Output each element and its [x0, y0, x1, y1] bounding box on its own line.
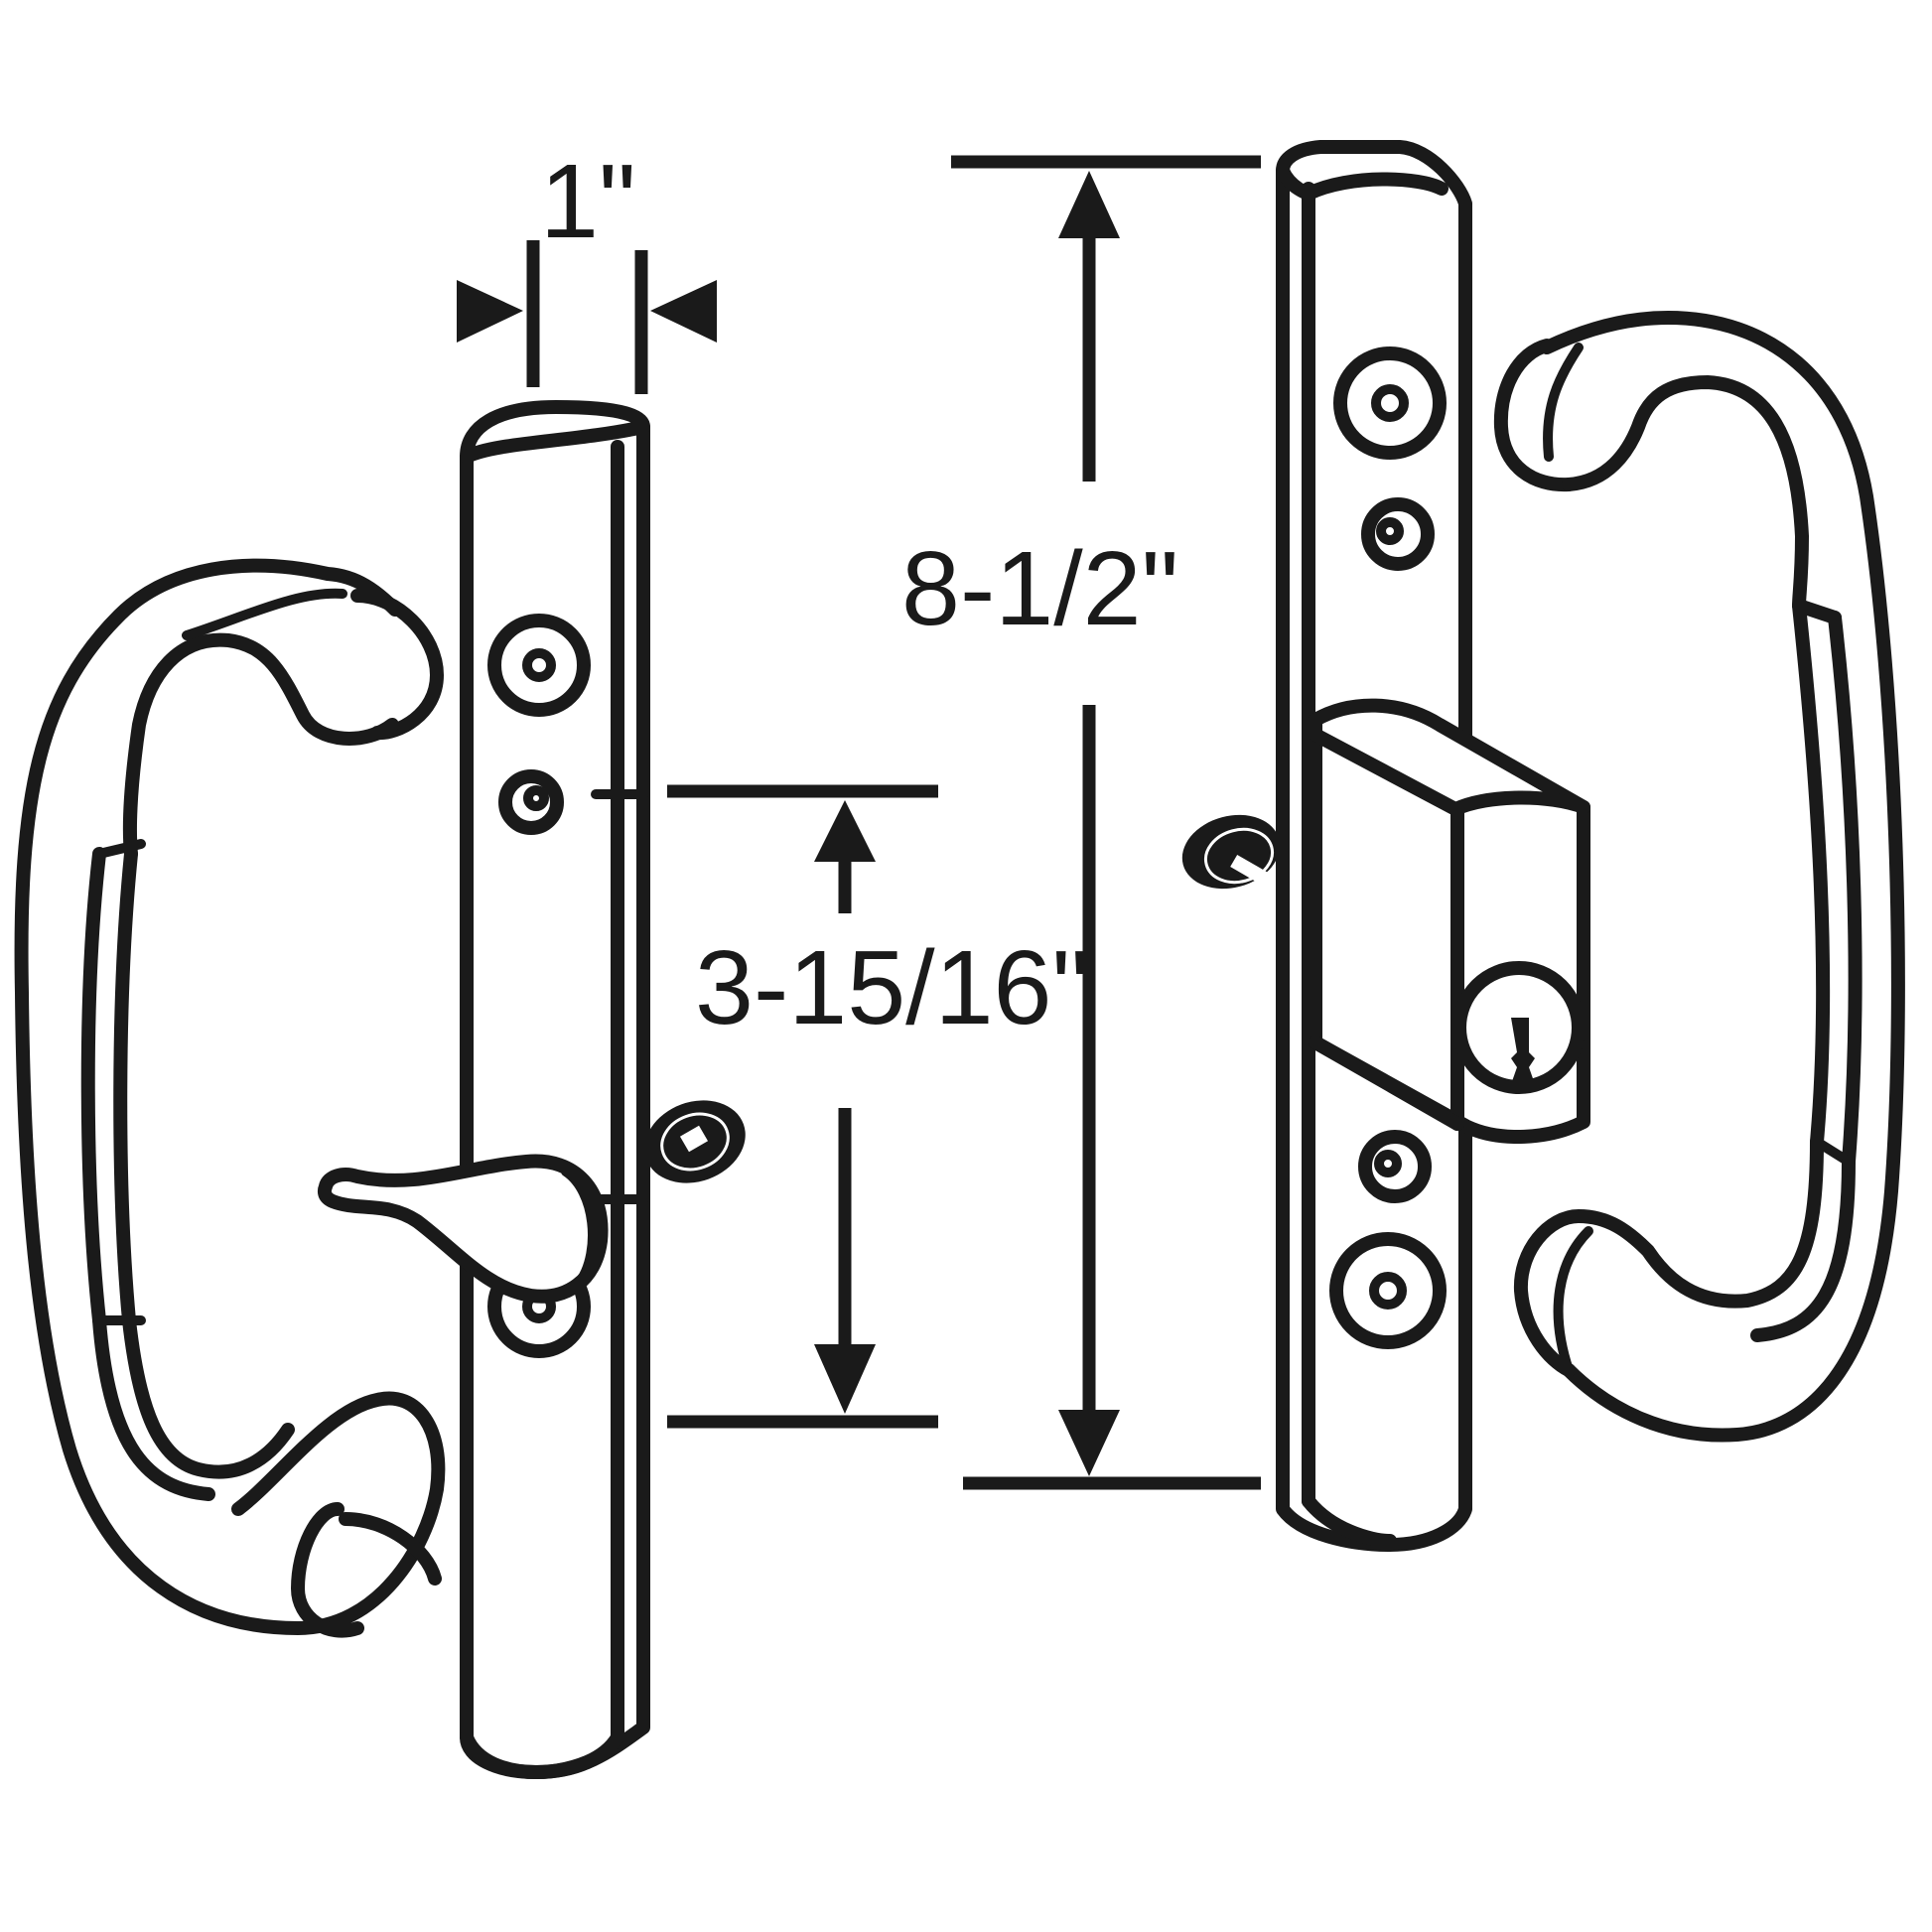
overall-height-dimension: [951, 155, 1261, 1490]
exterior-pull-handle: [1493, 311, 1905, 1443]
interior-escutcheon: [317, 400, 746, 1779]
hole-spacing-dimension: [667, 784, 938, 1429]
dimension-arrow-icon: [1058, 1410, 1120, 1476]
screw-hole-icon: [1333, 346, 1447, 460]
dimension-arrow-icon: [457, 280, 523, 343]
dimension-arrow-icon: [1058, 171, 1120, 238]
hole-spacing-dimension-label: 3-15/16": [695, 929, 1090, 1046]
keyhole-icon: [1452, 961, 1586, 1094]
width-dimension: [457, 240, 717, 394]
thumb-lever: [317, 1154, 609, 1304]
interior-pull-handle: [14, 558, 446, 1638]
spindle-stud: [1181, 814, 1281, 890]
overall-height-dimension-label: 8-1/2": [901, 530, 1179, 647]
screw-hole-icon: [1329, 1232, 1447, 1349]
exterior-escutcheon: [1181, 140, 1590, 1552]
dimension-arrow-icon: [814, 1344, 876, 1414]
screw-hole-icon: [498, 769, 564, 835]
width-dimension-label: 1": [540, 143, 636, 260]
lock-cylinder-housing: [1309, 698, 1590, 1144]
screw-hole-icon: [1358, 1130, 1432, 1203]
spindle-stud: [644, 1100, 746, 1183]
dimension-arrow-icon: [650, 280, 717, 343]
screw-hole-icon: [1361, 497, 1435, 571]
dimension-arrow-icon: [814, 800, 876, 862]
screw-hole-icon: [487, 614, 591, 717]
